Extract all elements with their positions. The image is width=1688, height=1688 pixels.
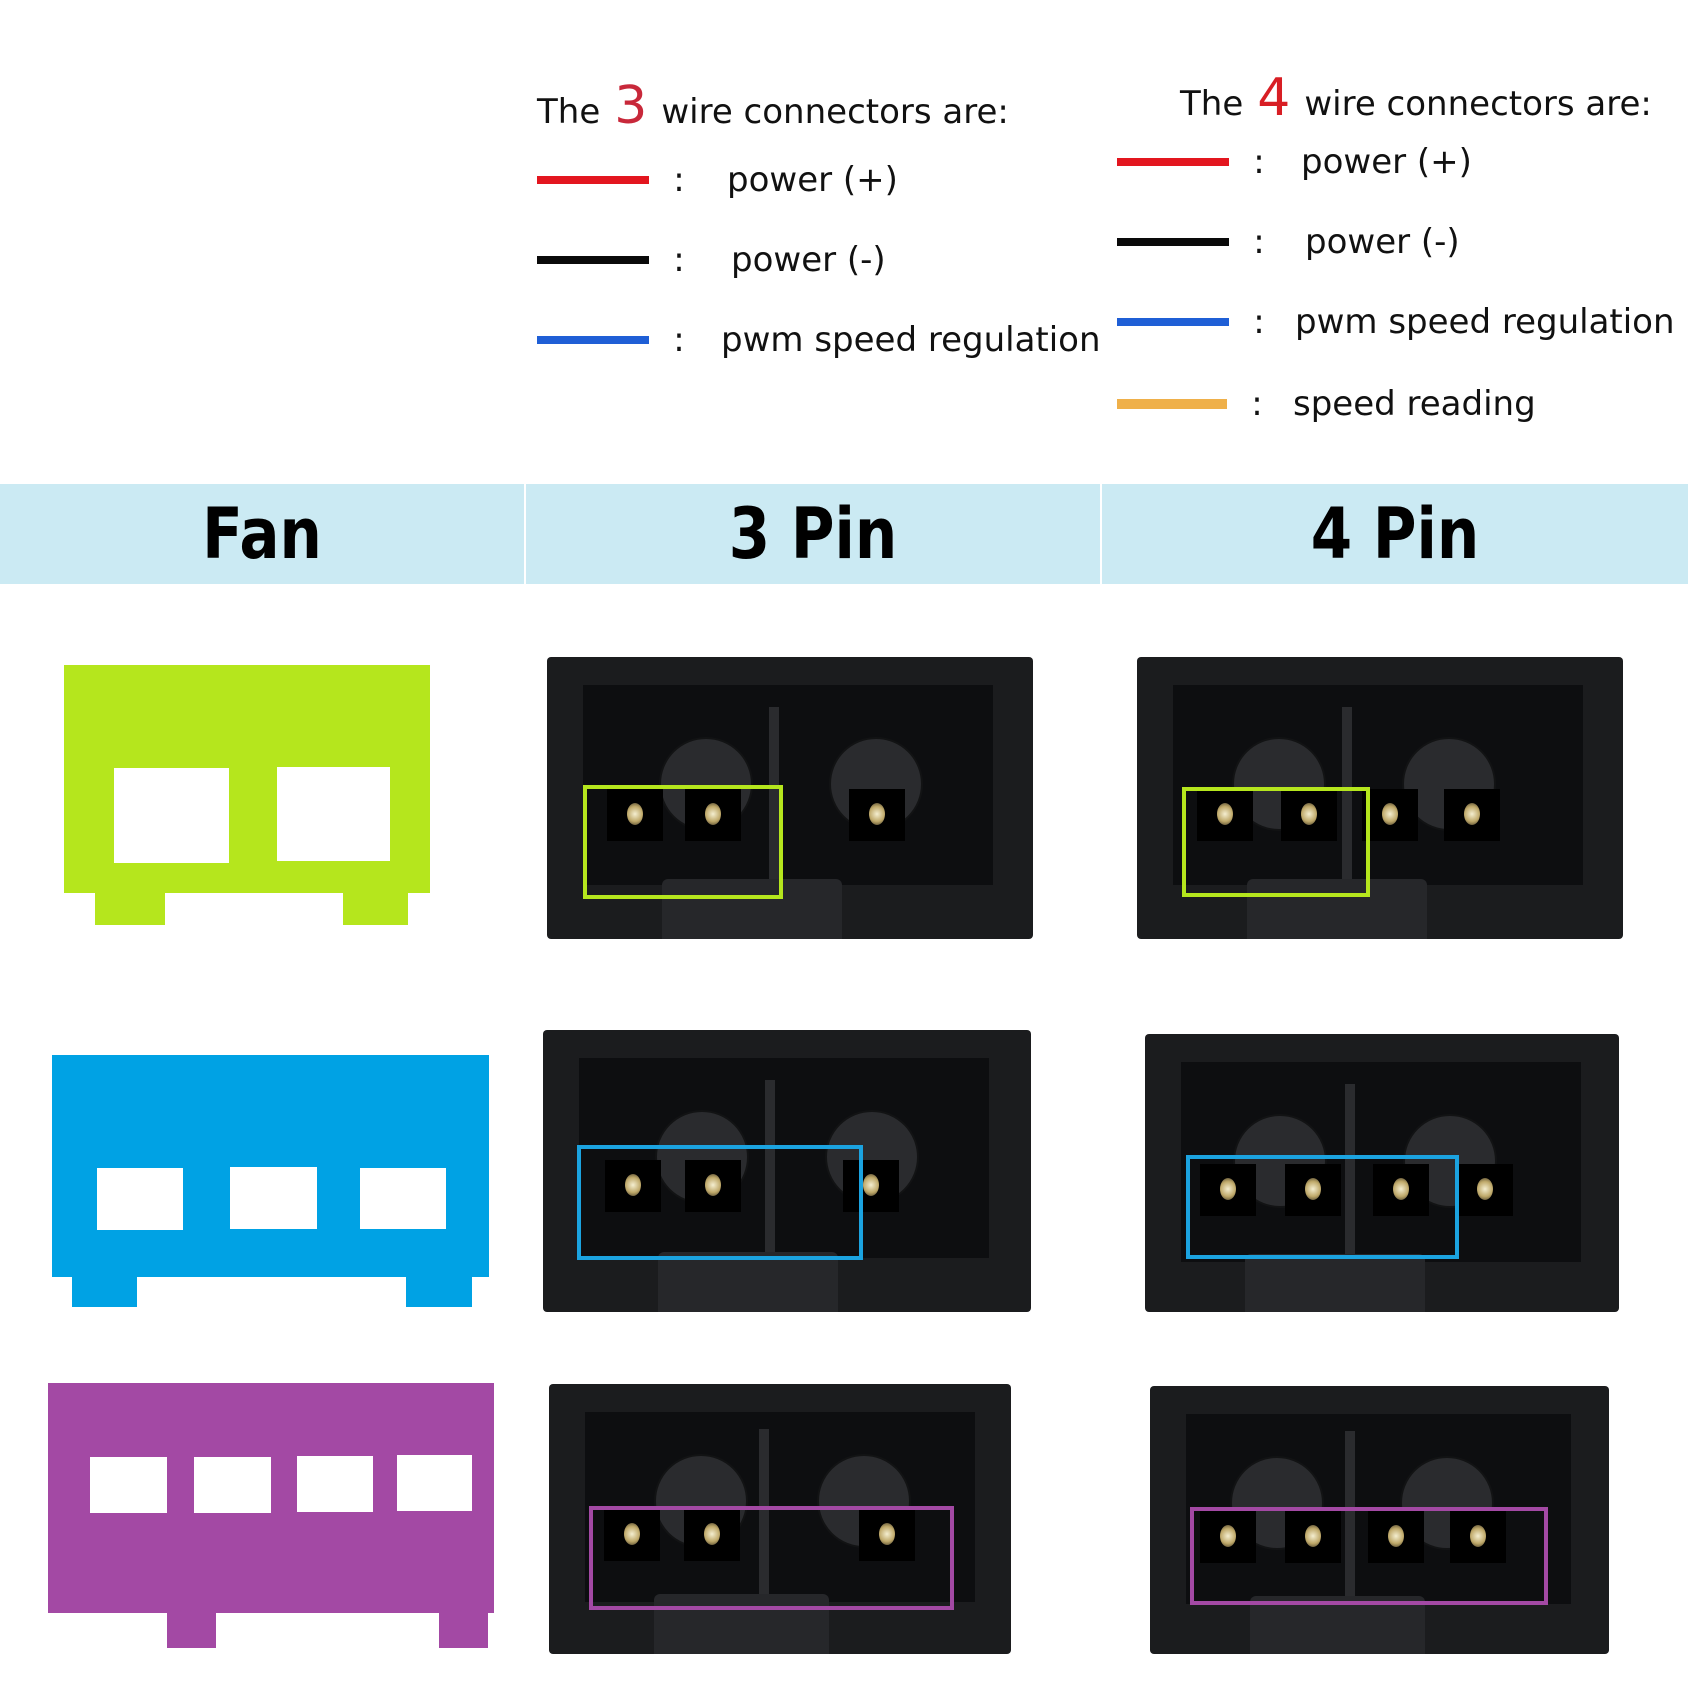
blue-wire-swatch <box>1117 318 1229 326</box>
fan-3pin-icon <box>52 1055 489 1307</box>
highlight-box-3pin-on-4pin <box>1186 1155 1459 1259</box>
highlight-box-2pin-on-3pin <box>583 785 783 899</box>
legend-label: power (-) <box>731 240 886 280</box>
black-wire-swatch <box>537 256 649 264</box>
connector-4pin-row1 <box>1137 657 1623 939</box>
fan-2pin-icon <box>64 665 430 925</box>
legend-colon: : <box>1253 142 1265 182</box>
legend-4wire-item-power-minus: : power (-) <box>1117 222 1460 262</box>
connector-3pin-row1 <box>547 657 1033 939</box>
legend-4wire-item-speed-reading: : speed reading <box>1117 384 1536 424</box>
highlight-box-4pin-on-3pin <box>589 1506 954 1610</box>
highlight-box-2pin-on-4pin <box>1182 787 1370 897</box>
legend-4wire-title: The 4 wire connectors are: <box>1180 68 1652 128</box>
legend-colon: : <box>673 160 685 200</box>
legend-colon: : <box>1253 302 1265 342</box>
legend-4wire-item-power-plus: : power (+) <box>1117 142 1472 182</box>
header-4pin: 4 Pin <box>1310 493 1480 575</box>
highlight-box-3pin-on-3pin <box>577 1145 863 1260</box>
orange-wire-swatch <box>1117 399 1227 409</box>
header-divider <box>524 484 526 584</box>
legend-3wire-title: The 3 wire connectors are: <box>537 76 1009 136</box>
legend-4wire-item-pwm: : pwm speed regulation <box>1117 302 1675 342</box>
legend-colon: : <box>673 320 685 360</box>
legend-title-prefix: The <box>537 92 601 132</box>
legend-title-prefix: The <box>1180 84 1244 124</box>
table-header: Fan 3 Pin 4 Pin <box>0 484 1688 584</box>
header-3pin: 3 Pin <box>728 493 898 575</box>
legend-label: pwm speed regulation <box>1295 302 1675 342</box>
legend-wire-count: 3 <box>614 76 648 136</box>
legend-label: speed reading <box>1293 384 1536 424</box>
legend-3wire-item-power-plus: : power (+) <box>537 160 898 200</box>
legend-label: power (-) <box>1305 222 1460 262</box>
highlight-box-4pin-on-4pin <box>1190 1507 1548 1605</box>
legend-3wire-item-pwm: : pwm speed regulation <box>537 320 1101 360</box>
legend-3wire-item-power-minus: : power (-) <box>537 240 886 280</box>
blue-wire-swatch <box>537 336 649 344</box>
legend-colon: : <box>1251 384 1263 424</box>
connector-4pin-row2 <box>1145 1034 1619 1312</box>
header-divider <box>1100 484 1102 584</box>
legend-label: power (+) <box>1301 142 1472 182</box>
legend-wire-count: 4 <box>1257 68 1291 128</box>
legend-title-suffix: wire connectors are: <box>1304 84 1652 124</box>
red-wire-swatch <box>1117 158 1229 166</box>
fan-4pin-icon <box>48 1383 494 1648</box>
legend-label: power (+) <box>727 160 898 200</box>
connector-3pin-row2 <box>543 1030 1031 1312</box>
header-fan: Fan <box>202 493 322 575</box>
black-wire-swatch <box>1117 238 1229 246</box>
red-wire-swatch <box>537 176 649 184</box>
legend-title-suffix: wire connectors are: <box>661 92 1009 132</box>
legend-label: pwm speed regulation <box>721 320 1101 360</box>
legend-colon: : <box>673 240 685 280</box>
legend-colon: : <box>1253 222 1265 262</box>
